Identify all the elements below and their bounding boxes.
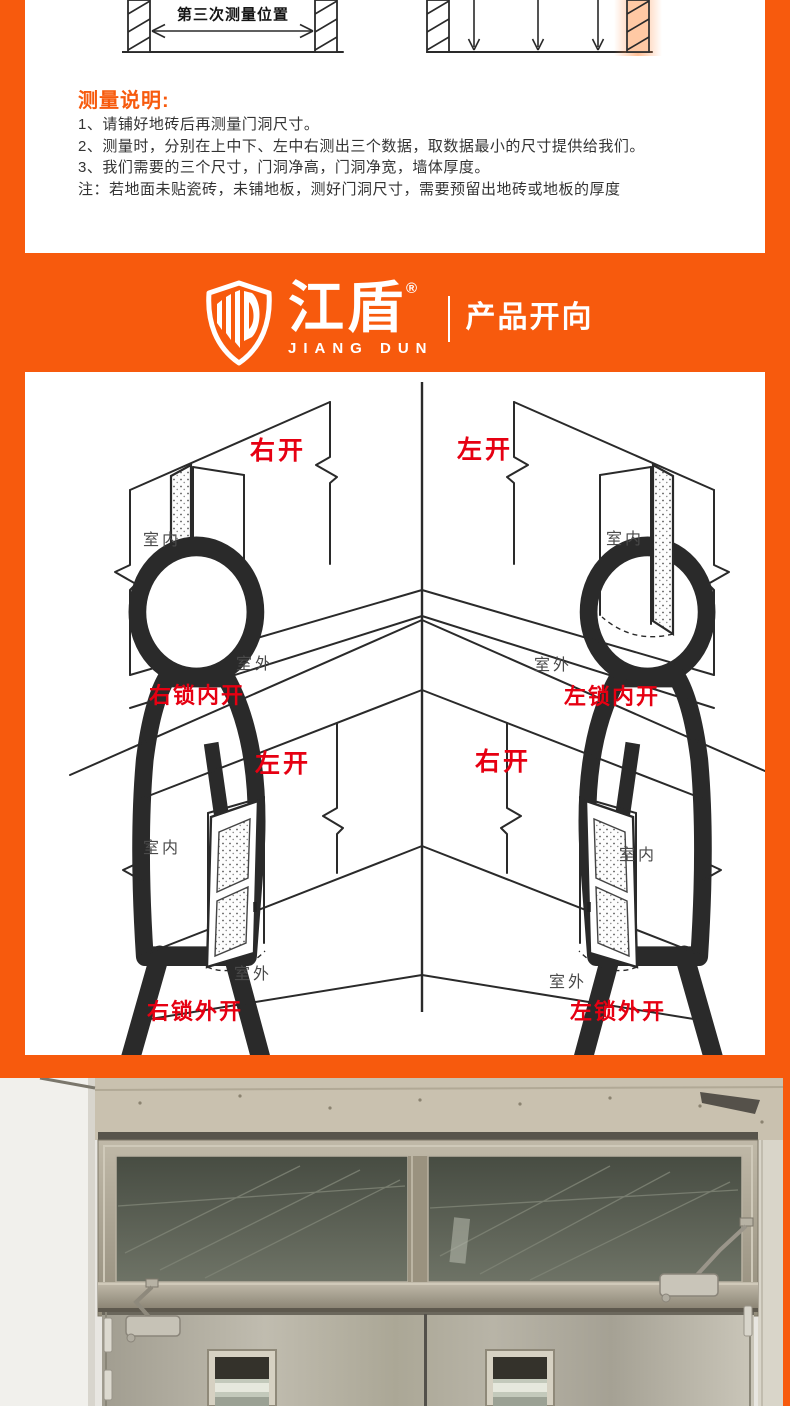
brand-text: 江盾 ® JIANG DUN (288, 276, 434, 358)
q1-lock-label: 右锁内开 (148, 683, 246, 708)
measure-diagram-height-arrows (426, 0, 662, 56)
door-closer-right (659, 1217, 754, 1303)
q1-direction-label: 右开 (249, 437, 307, 465)
q2-direction-label: 左开 (456, 436, 514, 464)
registered-mark: ® (406, 280, 418, 297)
transom-beam (98, 1282, 758, 1312)
q2-lock-label: 左锁内开 (563, 684, 661, 709)
hinge-top (103, 1317, 113, 1353)
note-line-1: 1、请铺好地砖后再测量门洞尺寸。 (78, 116, 320, 133)
q4-direction-label: 右开 (474, 748, 532, 776)
door-center-gap (424, 1314, 427, 1406)
door-orientation-illustration (25, 382, 765, 1055)
frame-top-shadow (700, 1092, 760, 1114)
q1-indoor-label: 室内 (142, 532, 182, 549)
third-measure-position-label: 第三次测量位置 (176, 6, 290, 24)
q3-indoor-label: 室内 (142, 840, 182, 857)
brand-name-cn: 江盾 (288, 276, 406, 339)
door-closer-left (125, 1278, 181, 1343)
notes-list: 1、请铺好地砖后再测量门洞尺寸。 2、测量时，分别在上中下、左中右测出三个数据，… (78, 114, 738, 200)
measurement-section: 第三次测量位置 测量说明: 1 (25, 0, 765, 253)
shield-logo-icon (206, 280, 272, 366)
q3-outdoor-label: 室外 (233, 966, 273, 983)
measure-diagram-width (122, 0, 344, 53)
glass-reflections (117, 1165, 739, 1281)
brand-header: 江盾 ® JIANG DUN 产品开向 (202, 280, 594, 366)
transom-mullion (408, 1156, 428, 1282)
note-line-3: 3、我们需要的三个尺寸，门洞净高，门洞净宽，墙体厚度。 (78, 159, 490, 176)
q2-indoor-label: 室内 (605, 531, 645, 548)
vision-window-left (207, 1349, 277, 1406)
notes-heading: 测量说明: (78, 90, 170, 112)
transom-glass-right (427, 1155, 743, 1283)
q4-indoor-label: 室内 (618, 847, 658, 864)
q4-lock-label: 左锁外开 (569, 999, 667, 1024)
hinge-right (743, 1305, 753, 1337)
q4-outdoor-label: 室外 (548, 974, 588, 991)
note-line-4: 注：若地面未贴瓷砖，未铺地板，测好门洞尺寸，需要预留出地砖或地板的厚度 (78, 180, 621, 198)
note-line-2: 2、测量时，分别在上中下、左中右测出三个数据，取数据最小的尺寸提供给我们。 (78, 137, 645, 155)
q1-outdoor-label: 室外 (235, 656, 275, 673)
q3-direction-label: 左开 (254, 750, 312, 778)
double-arrow-icon (151, 23, 314, 39)
q2-outdoor-label: 室外 (533, 657, 573, 674)
left-wall (0, 1078, 95, 1406)
section-title: 产品开向 (465, 301, 594, 334)
hinge-bottom (103, 1369, 113, 1401)
brand-name-en: JIANG DUN (288, 340, 434, 357)
down-arrow-icon (467, 0, 605, 51)
logo-divider (447, 296, 450, 342)
vision-window-right (485, 1349, 555, 1406)
door-orientation-panel (25, 372, 765, 1055)
product-photo (0, 1078, 783, 1406)
door-leaves (102, 1312, 754, 1406)
q3-lock-label: 右锁外开 (146, 999, 244, 1024)
